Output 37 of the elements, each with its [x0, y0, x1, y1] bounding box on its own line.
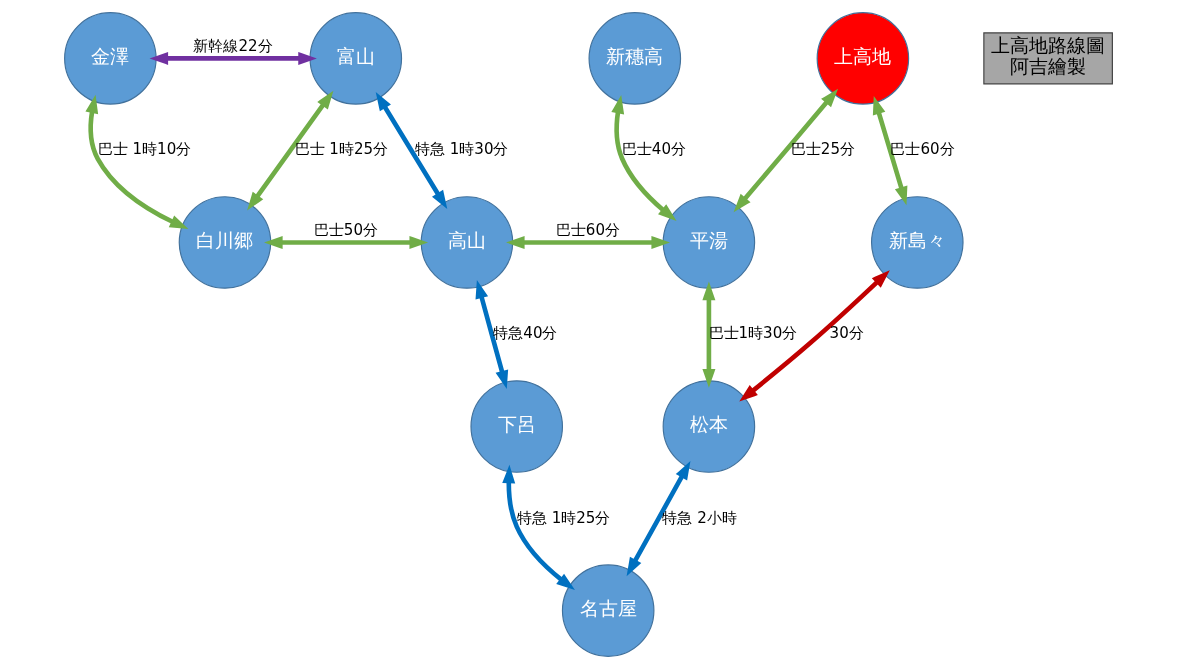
edge-label: 特急40分 — [493, 324, 558, 343]
arrow — [733, 88, 839, 213]
arrow — [611, 94, 677, 221]
arrow — [739, 270, 890, 402]
edge-label: 新幹線22分 — [193, 36, 273, 55]
node-circle: 新穗高 — [588, 12, 682, 105]
node-box: 上高地路線圖 阿吉繪製 — [983, 32, 1113, 85]
arrow — [264, 235, 429, 249]
arrow — [626, 461, 691, 577]
arrow — [702, 281, 716, 388]
arrow — [872, 95, 908, 206]
arrow — [506, 235, 670, 249]
edge-label: 巴士60分 — [890, 140, 955, 159]
node-circle: 下呂 — [470, 380, 564, 473]
edge-label: 巴士40分 — [621, 140, 686, 159]
edge-label: 特急 1時30分 — [414, 140, 509, 159]
node-circle: 金澤 — [64, 12, 157, 105]
edge-label: 30分 — [829, 324, 864, 343]
edge-label: 巴士50分 — [313, 220, 379, 239]
arrow — [85, 94, 189, 230]
arrow — [149, 51, 317, 65]
arrow — [247, 90, 334, 211]
edge-label: 特急 1時25分 — [516, 508, 611, 527]
arrow — [375, 92, 448, 210]
node-circle: 富山 — [309, 12, 403, 105]
edge-label: 特急 2小時 — [662, 508, 737, 527]
node-circle: 白川郷 — [178, 196, 272, 289]
edge-label: 巴士60分 — [555, 220, 620, 239]
edge-label: 巴士 1時25分 — [294, 140, 389, 159]
node-circle: 名古屋 — [561, 564, 655, 657]
node-circle: 上高地 — [816, 12, 910, 105]
node-circle: 平湯 — [662, 196, 756, 289]
edge-label: 巴士 1時10分 — [97, 140, 192, 159]
arrow — [475, 279, 509, 390]
edge-label: 巴士25分 — [790, 140, 856, 159]
arrow — [502, 464, 575, 591]
node-circle: 高山 — [420, 196, 514, 289]
